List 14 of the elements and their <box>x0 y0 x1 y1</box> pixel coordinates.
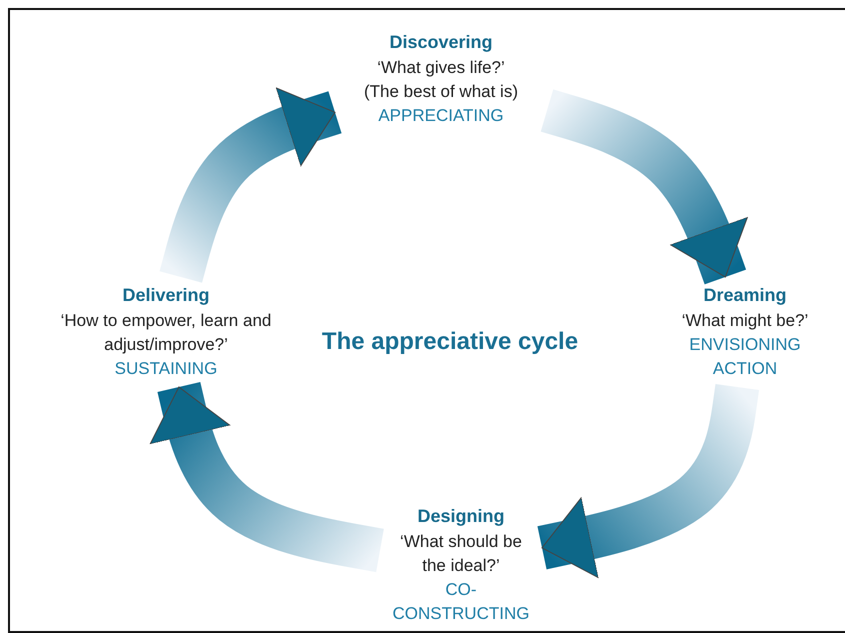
stage-question: ‘What gives life?’ <box>376 57 506 79</box>
stage-heading: Delivering <box>121 284 211 307</box>
stage-question: ‘How to empower, learn and adjust/improve?’ <box>60 310 272 356</box>
stage-question: ‘What should be the ideal?’ <box>399 531 523 577</box>
stage-question: ‘What might be?’ <box>680 310 810 332</box>
stage-keyword: SUSTAINING <box>114 358 218 380</box>
stage-keyword: ENVISIONING ACTION <box>688 334 802 380</box>
stage-keyword: APPRECIATING <box>377 105 505 127</box>
stage-heading: Discovering <box>388 31 494 54</box>
stage-question: (The best of what is) <box>362 81 519 103</box>
stage-heading: Dreaming <box>702 284 788 307</box>
diagram-title: The appreciative cycle <box>320 328 580 356</box>
stage-keyword: CO-CONSTRUCTING <box>392 579 530 625</box>
stage-heading: Designing <box>416 505 506 528</box>
